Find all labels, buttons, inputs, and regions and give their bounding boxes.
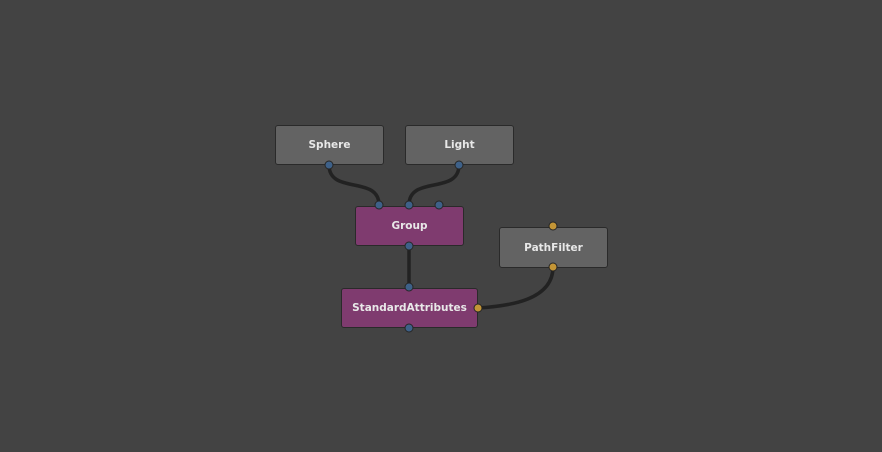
wire-pathfilter-to-standardattributes[interactable] <box>477 266 555 310</box>
node-label: Light <box>444 139 475 151</box>
standardattributes-out-plug[interactable] <box>404 323 414 333</box>
standardattributes-filter-plug[interactable] <box>473 303 483 313</box>
pathfilter-in-plug[interactable] <box>548 221 558 231</box>
wire-light-to-group[interactable] <box>407 164 461 206</box>
node-group[interactable]: Group <box>355 206 464 246</box>
group-in2-plug[interactable] <box>434 200 444 210</box>
node-light[interactable]: Light <box>405 125 514 165</box>
node-label: StandardAttributes <box>352 302 467 314</box>
node-label: PathFilter <box>524 241 583 254</box>
pathfilter-out-plug[interactable] <box>548 262 558 272</box>
node-pathfilter[interactable]: PathFilter <box>499 227 608 268</box>
group-in0-plug[interactable] <box>374 200 384 210</box>
node-label: Group <box>391 220 428 232</box>
node-label: Sphere <box>308 139 351 151</box>
wire-sphere-to-group[interactable] <box>327 164 381 206</box>
group-in1-plug[interactable] <box>404 200 414 210</box>
node-sphere[interactable]: Sphere <box>275 125 384 165</box>
light-out-plug[interactable] <box>454 160 464 170</box>
node-standardattributes[interactable]: StandardAttributes <box>341 288 478 328</box>
standardattributes-in-plug[interactable] <box>404 282 414 292</box>
group-out-plug[interactable] <box>404 241 414 251</box>
sphere-out-plug[interactable] <box>324 160 334 170</box>
